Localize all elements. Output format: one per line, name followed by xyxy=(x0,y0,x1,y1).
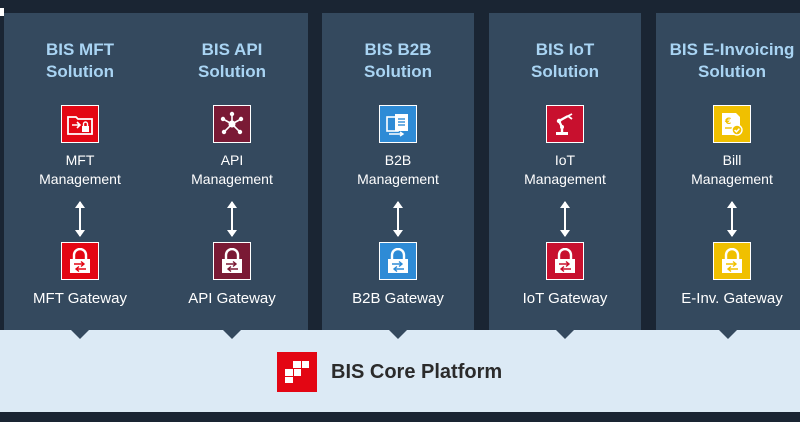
management-label-line2: Management xyxy=(691,171,773,187)
euro-invoice-icon: € xyxy=(713,105,751,143)
management-label-line2: Management xyxy=(191,171,273,187)
column-title-line2: Solution xyxy=(46,62,114,81)
padlock-icon xyxy=(379,242,417,280)
gateway-label: MFT Gateway xyxy=(33,290,127,307)
column-api: BIS API Solution API Management xyxy=(156,13,308,339)
management-label-line1: B2B xyxy=(384,152,412,168)
gateway-label: E-Inv. Gateway xyxy=(681,290,783,307)
column-b2b: BIS B2B Solution B2B Management xyxy=(322,13,474,339)
gateway-label: B2B Gateway xyxy=(352,290,444,307)
column-e-invoicing: BIS E-Invoicing Solution € Bill Manageme… xyxy=(656,13,800,339)
column-title: BIS B2B Solution xyxy=(322,39,474,83)
corner-mark xyxy=(0,8,4,16)
management-label-line1: IoT xyxy=(554,152,576,168)
documents-exchange-icon xyxy=(379,105,417,143)
padlock-icon xyxy=(546,242,584,280)
management-label-line2: Management xyxy=(39,171,121,187)
padlock-icon xyxy=(61,242,99,280)
column-title: BIS E-Invoicing Solution xyxy=(660,39,800,83)
management-label: IoT Management xyxy=(489,151,641,189)
management-label-line1: Bill xyxy=(722,152,742,168)
bis-logo-icon xyxy=(277,352,317,392)
bidirectional-arrow-icon xyxy=(75,201,85,237)
management-label: API Management xyxy=(156,151,308,189)
padlock-icon xyxy=(213,242,251,280)
column-title-line1: BIS B2B xyxy=(364,40,432,59)
bidirectional-arrow-icon xyxy=(227,201,237,237)
management-label-line1: MFT xyxy=(65,152,95,168)
column-title: BIS API Solution xyxy=(156,39,308,83)
management-label-line2: Management xyxy=(357,171,439,187)
management-label: MFT Management xyxy=(4,151,156,189)
column-title-line2: Solution xyxy=(198,62,266,81)
column-iot: BIS IoT Solution IoT Management xyxy=(489,13,641,339)
column-title-line1: BIS MFT xyxy=(46,40,114,59)
management-label: Bill Management xyxy=(664,151,800,189)
padlock-icon xyxy=(713,242,751,280)
management-label-line2: Management xyxy=(524,171,606,187)
gateway-label: IoT Gateway xyxy=(522,290,608,307)
network-nodes-icon xyxy=(213,105,251,143)
folder-transfer-icon xyxy=(61,105,99,143)
core-platform-bar: BIS Core Platform xyxy=(0,330,800,412)
management-label: B2B Management xyxy=(322,151,474,189)
column-title: BIS IoT Solution xyxy=(489,39,641,83)
management-label-line1: API xyxy=(220,152,244,168)
platform-name: BIS Core Platform xyxy=(331,360,503,383)
bidirectional-arrow-icon xyxy=(393,201,403,237)
column-mft: BIS MFT Solution MFT Management xyxy=(4,13,156,339)
column-title-line2: Solution xyxy=(698,62,766,81)
column-title-line1: BIS API xyxy=(201,40,263,59)
column-title-line2: Solution xyxy=(531,62,599,81)
core-platform: BIS Core Platform xyxy=(277,352,502,392)
solution-columns: BIS MFT Solution MFT Management xyxy=(4,13,800,339)
column-title-line1: BIS E-Invoicing xyxy=(669,40,795,59)
bidirectional-arrow-icon xyxy=(560,201,570,237)
robot-arm-icon xyxy=(546,105,584,143)
svg-text:€: € xyxy=(724,117,731,127)
gateway-label: API Gateway xyxy=(188,290,276,307)
column-title-line1: BIS IoT xyxy=(535,40,595,59)
bidirectional-arrow-icon xyxy=(727,201,737,237)
column-title-line2: Solution xyxy=(364,62,432,81)
column-title: BIS MFT Solution xyxy=(4,39,156,83)
